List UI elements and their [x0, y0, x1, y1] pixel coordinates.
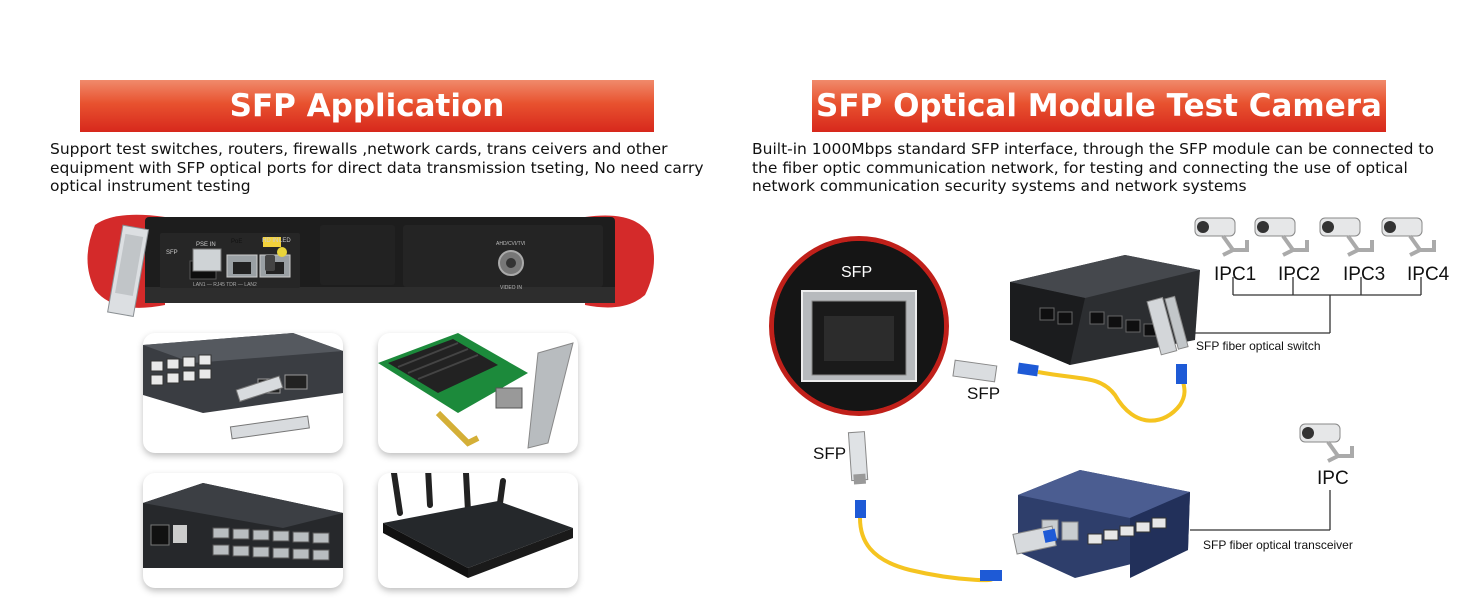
- sfp-test-camera-banner: SFP Optical Module Test Camera: [812, 80, 1386, 132]
- camera-label-ipc2: IPC2: [1278, 264, 1321, 285]
- device-label-ports: LAN1 — RJ45 TDR — LAN2: [193, 282, 257, 288]
- sfp-network-diagram: [847, 217, 1436, 583]
- device-label-video-top: AHD/CVI/TVI: [496, 241, 526, 247]
- camera-label-ipc3: IPC3: [1343, 264, 1386, 285]
- sfp-application-banner: SFP Application: [80, 80, 654, 132]
- device-label-led: LED: [279, 238, 291, 244]
- camera-icons: [1194, 217, 1436, 463]
- camera-label-ipc: IPC: [1317, 468, 1349, 489]
- camera-label-ipc1: IPC1: [1214, 264, 1257, 285]
- fiber-switch-label: SFP fiber optical switch: [1196, 339, 1321, 353]
- server-product-card: [143, 473, 343, 588]
- switch-product-card: [143, 333, 343, 453]
- zoom-sfp-label: SFP: [841, 264, 873, 281]
- network-card-product-card: [378, 333, 578, 453]
- tester-device-illustration: [87, 214, 654, 318]
- sfp-application-title: SFP Application: [229, 88, 505, 124]
- sfp-test-camera-description: Built-in 1000Mbps standard SFP interface…: [752, 140, 1434, 195]
- fiber-transceiver-label: SFP fiber optical transceiver: [1203, 538, 1353, 552]
- device-label-poe: PoE: [231, 239, 243, 245]
- router-product-card: [378, 473, 578, 588]
- device-label-pse-in: PSE IN: [196, 242, 216, 248]
- sfp-port-zoom-circle: SFP: [769, 236, 949, 416]
- sfp-test-camera-title: SFP Optical Module Test Camera: [816, 88, 1382, 124]
- camera-label-ipc4: IPC4: [1407, 264, 1450, 285]
- sfp-application-description: Support test switches, routers, firewall…: [50, 140, 704, 195]
- device-label-sfp: SFP: [166, 250, 178, 256]
- sfp-module-label-2: SFP: [813, 444, 847, 463]
- device-label-hd-in: HD IN: [262, 238, 279, 244]
- device-label-video-bottom: VIDEO IN: [500, 285, 522, 291]
- sfp-module-label-1: SFP: [967, 384, 1001, 403]
